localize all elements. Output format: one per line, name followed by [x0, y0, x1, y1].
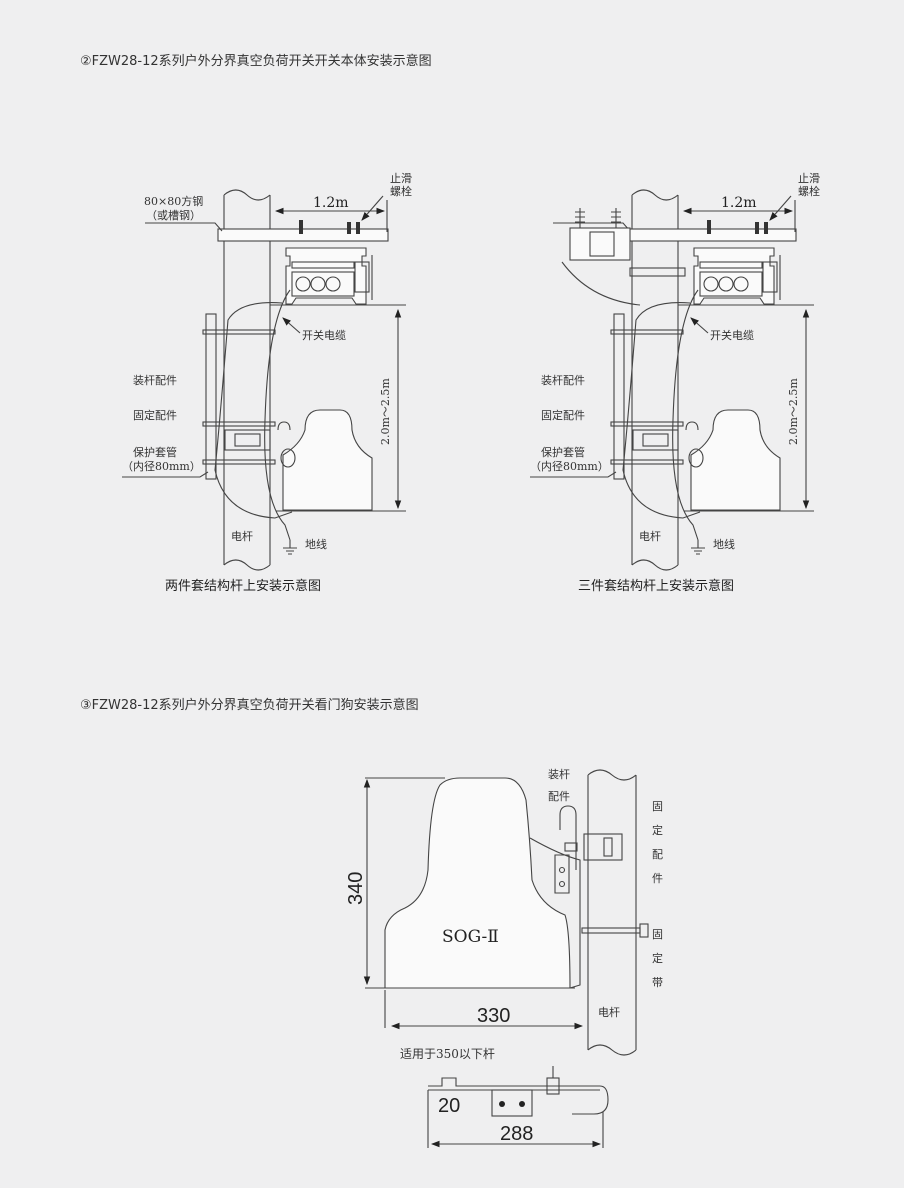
section2-title: ②FZW28-12系列户外分界真空负荷开关开关本体安装示意图 [80, 54, 432, 69]
mount-label: 装杆配件 [541, 373, 585, 387]
width-dimension: 1.2m [721, 195, 757, 211]
steel-label: 80×80方钢 [144, 194, 203, 208]
fix-label-1: 固 [652, 800, 663, 813]
sleeve-label-2: （内径80mm） [530, 459, 609, 473]
left-caption: 两件套结构杆上安装示意图 [165, 578, 321, 594]
height-dimension: 2.0m～2.5m [787, 378, 800, 445]
steel-label-alt: （或槽钢） [146, 209, 201, 222]
pole-label: 电杆 [598, 1005, 620, 1019]
mount-label-2: 配件 [548, 790, 570, 803]
sleeve-label: 保护套管 [133, 445, 177, 459]
mount-label: 装杆配件 [133, 373, 177, 387]
pole-label: 电杆 [639, 529, 661, 543]
bolt-label-2: 螺栓 [798, 184, 820, 198]
watchdog-diagram: SOG-Ⅱ 340 330 装杆 配件 固 定 配 件 固 定 带 电杆 适用于… [345, 767, 663, 1148]
ground-label: 地线 [305, 537, 327, 551]
cable-label: 开关电缆 [302, 328, 346, 342]
sleeve-label: 保护套管 [541, 445, 585, 459]
sleeve-label-2: （内径80mm） [122, 459, 201, 473]
bracket-dimension: 288 [500, 1123, 533, 1145]
three-piece-pole-diagram: 止滑 螺栓 1.2m 开关电缆 2.0m～2.5m 装杆配件 固定配件 保护套管… [530, 172, 820, 594]
width-dimension: 330 [477, 1005, 510, 1027]
two-piece-pole-diagram: 80×80方钢 （或槽钢） 止滑 螺栓 1.2m 开关电缆 2.0m～2.5m … [122, 172, 412, 594]
fix-label: 固定配件 [133, 408, 177, 422]
section3-title: ③FZW28-12系列户外分界真空负荷开关看门狗安装示意图 [80, 698, 419, 713]
band-label-1: 固 [652, 928, 663, 941]
ground-label: 地线 [713, 537, 735, 551]
mount-label: 装杆 [548, 767, 570, 781]
fix-label-4: 件 [652, 872, 663, 885]
usage-note: 适用于350以下杆 [400, 1047, 495, 1061]
bolt-label: 止滑 [798, 172, 820, 185]
height-dimension: 340 [345, 872, 367, 905]
height-dimension: 2.0m～2.5m [379, 378, 392, 445]
bolt-label: 止滑 [390, 172, 412, 185]
fix-label: 固定配件 [541, 408, 585, 422]
pole-label: 电杆 [231, 529, 253, 543]
bracket-small-dimension: 20 [438, 1095, 460, 1117]
bolt-label-2: 螺栓 [390, 184, 412, 198]
width-dimension: 1.2m [313, 195, 349, 211]
band-label-3: 带 [652, 976, 663, 989]
fix-label-3: 配 [652, 848, 663, 861]
fix-label-2: 定 [652, 823, 663, 837]
right-caption: 三件套结构杆上安装示意图 [578, 578, 734, 594]
cable-label: 开关电缆 [710, 328, 754, 342]
model-label: SOG-Ⅱ [442, 927, 499, 947]
band-label-2: 定 [652, 951, 663, 965]
